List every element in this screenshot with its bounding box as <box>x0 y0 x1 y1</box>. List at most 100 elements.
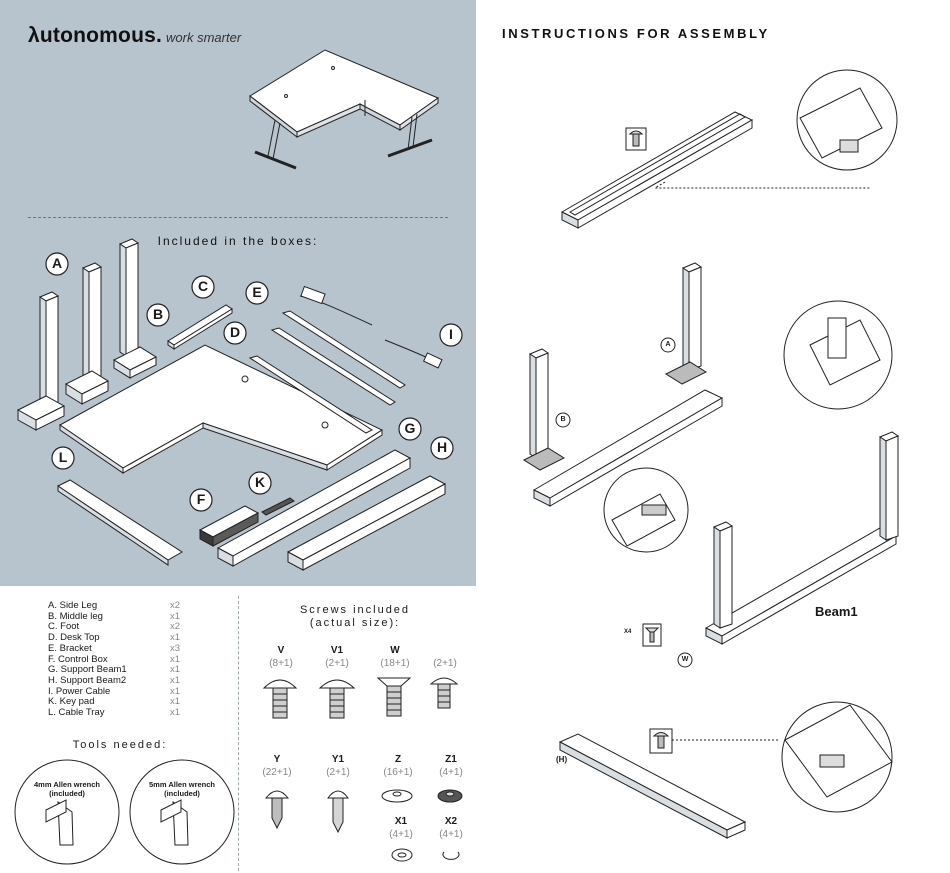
side-leg-a-1 <box>16 291 66 431</box>
screw-count-v1: (2+1) <box>325 658 349 669</box>
bracket-e <box>248 310 406 434</box>
parts-row: K. Key pad x1 <box>48 697 188 708</box>
part-label: A. Side Leg <box>48 600 98 611</box>
part-label: L. Cable Tray <box>48 707 105 719</box>
screw-label-v: V <box>277 645 285 656</box>
screw-count-extra: (2+1) <box>433 658 457 669</box>
tools-title: Tools needed: <box>72 739 168 751</box>
part-qty: x3 <box>170 642 181 654</box>
part-letter-g: G <box>404 420 416 436</box>
parts-row: L. Cable Tray x1 <box>48 707 188 719</box>
parts-row: A. Side Leg x2 <box>48 600 188 612</box>
tool-4mm-label: 4mm Allen wrench (included) <box>22 780 112 798</box>
part-label: F. Control Box <box>48 653 108 665</box>
part-qty: x1 <box>170 685 181 697</box>
part-qty: x1 <box>170 664 181 676</box>
part-qty: x1 <box>170 632 181 644</box>
assembly-label-beam1: Beam1 <box>815 604 858 619</box>
part-letter-b: B <box>152 306 164 322</box>
tool-4mm-line2: (included) <box>49 788 85 798</box>
parts-drawings <box>16 238 463 571</box>
assembly-label-h: (H) <box>556 755 568 764</box>
part-qty: x2 <box>170 600 181 611</box>
logo-dot: . <box>156 24 163 47</box>
part-label: K. Key pad <box>48 696 95 708</box>
part-letter-d: D <box>229 324 241 340</box>
part-letter-i: I <box>449 326 453 342</box>
part-letter-a: A <box>51 255 63 271</box>
screw-label-y: Y <box>273 754 281 765</box>
overview-drawings <box>249 49 440 170</box>
screw-count-x2: (4+1) <box>439 829 463 840</box>
screw-label-w: W <box>390 645 400 656</box>
foot-c <box>167 304 233 350</box>
part-qty: x1 <box>170 610 181 622</box>
part-label: C. Foot <box>48 621 80 633</box>
screw-count-y: (22+1) <box>262 767 292 778</box>
part-letter-e: E <box>252 284 262 300</box>
assembly-label-b: B <box>560 416 566 423</box>
cable-tray-l <box>57 479 183 566</box>
screw-count-y1: (2+1) <box>326 767 350 778</box>
tool-5mm-label: 5mm Allen wrench (included) <box>137 780 227 798</box>
part-letter-f: F <box>196 491 206 507</box>
screw-count-v: (8+1) <box>269 658 293 669</box>
tool-5mm-line1: 5mm Allen wrench <box>149 780 215 789</box>
screw-count-z1: (4+1) <box>439 767 463 778</box>
screws-title: Screws included (actual size): <box>290 604 420 630</box>
step3-frame <box>558 701 893 839</box>
logo-text: λutonomous <box>28 24 156 47</box>
included-title: Included in the boxes: <box>157 234 319 248</box>
power-cable-i <box>299 285 443 369</box>
screw-label-v1: V1 <box>330 645 344 656</box>
part-qty: x1 <box>170 653 181 665</box>
screws-title-line2: (actual size): <box>309 617 401 629</box>
part-label: E. Bracket <box>48 642 92 654</box>
part-letter-l: L <box>58 449 68 465</box>
tool-4mm-line1: 4mm Allen wrench <box>34 780 100 789</box>
screw-count-z: (16+1) <box>383 767 413 778</box>
parts-row: D. Desk Top x1 <box>48 632 188 644</box>
screw-label-z: Z <box>394 754 402 765</box>
step1-frame <box>560 69 898 229</box>
part-letter-h: H <box>436 439 448 455</box>
part-letter-c: C <box>197 278 209 294</box>
middle-leg-b <box>112 238 158 379</box>
screws-title-line1: Screws included <box>299 604 411 616</box>
desk-illustration <box>249 49 440 170</box>
tool-5mm-line2: (included) <box>164 788 200 798</box>
assembly-title: INSTRUCTIONS FOR ASSEMBLY <box>502 26 770 41</box>
part-label: G. Support Beam1 <box>48 664 127 676</box>
screw-label-y1: Y1 <box>331 754 345 765</box>
parts-row: E. Bracket x3 <box>48 642 188 655</box>
section-divider <box>28 217 448 218</box>
part-qty: x1 <box>170 696 181 708</box>
assembly-label-x4: X4 <box>624 629 632 635</box>
hardware-divider <box>238 596 239 871</box>
screw-label-x2: X2 <box>444 816 458 827</box>
assembly-label-a: A <box>665 341 671 348</box>
control-box-f <box>198 505 260 547</box>
parts-row: F. Control Box x1 <box>48 653 188 666</box>
assembly-label-w: W <box>681 656 689 663</box>
part-label: D. Desk Top <box>48 632 100 644</box>
screw-count-x1: (4+1) <box>389 829 413 840</box>
part-label: B. Middle leg <box>48 610 103 622</box>
keypad-k <box>261 497 295 516</box>
screw-count-w: (18+1) <box>380 658 410 669</box>
support-beam-g <box>216 449 412 567</box>
parts-row: G. Support Beam1 x1 <box>48 665 188 676</box>
logo-tagline: work smarter <box>166 30 242 45</box>
support-beam-h <box>286 475 447 571</box>
part-letter-k: K <box>254 474 266 490</box>
part-qty: x1 <box>170 707 181 719</box>
screw-label-x1: X1 <box>394 816 408 827</box>
screw-label-z1: Z1 <box>445 754 457 765</box>
parts-row: B. Middle leg x1 <box>48 610 188 623</box>
part-label: H. Support Beam2 <box>48 674 127 686</box>
desk-top-d <box>59 344 384 474</box>
part-qty: x2 <box>170 621 181 633</box>
